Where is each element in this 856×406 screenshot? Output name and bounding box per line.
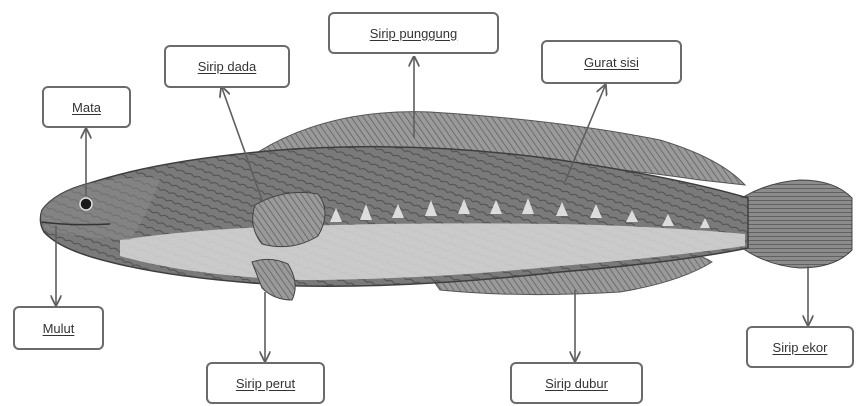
pelvic-fin bbox=[252, 259, 295, 300]
label-sirip-ekor: Sirip ekor bbox=[746, 326, 854, 368]
label-sirip-dubur: Sirip dubur bbox=[510, 362, 643, 404]
label-mata: Mata bbox=[42, 86, 131, 128]
eye bbox=[80, 198, 92, 210]
label-sirip-dada: Sirip dada bbox=[164, 45, 290, 88]
label-mulut: Mulut bbox=[13, 306, 104, 350]
pectoral-fin bbox=[253, 192, 325, 246]
tail-fin bbox=[745, 180, 852, 268]
label-gurat-sisi: Gurat sisi bbox=[541, 40, 682, 84]
label-sirip-perut: Sirip perut bbox=[206, 362, 325, 404]
label-sirip-punggung: Sirip punggung bbox=[328, 12, 499, 54]
